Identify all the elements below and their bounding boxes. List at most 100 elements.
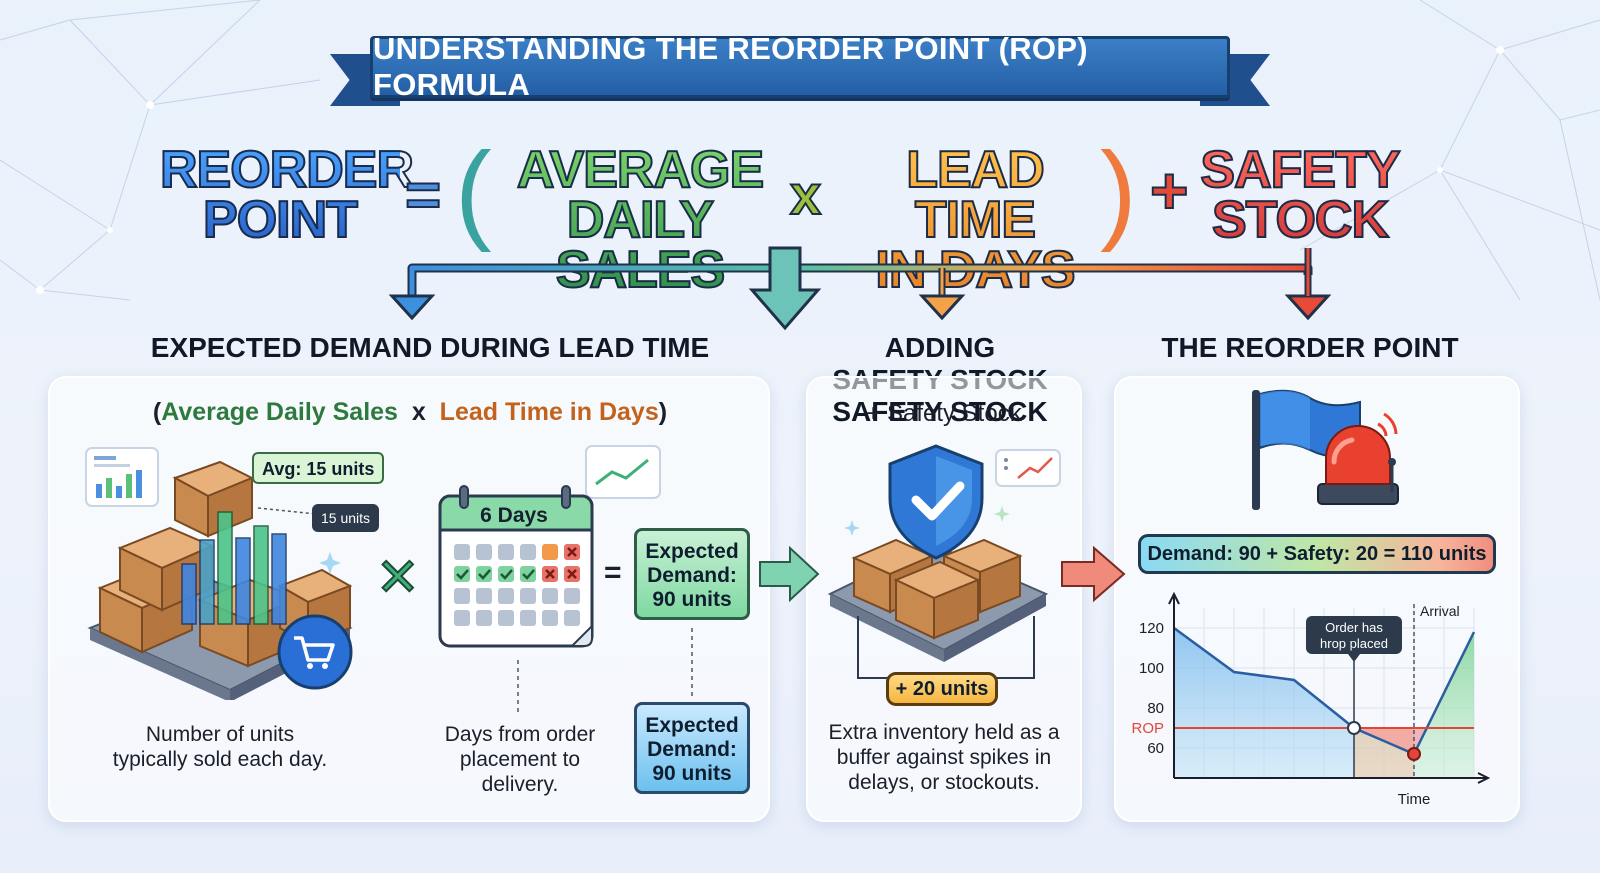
section-heading-safety-line1: ADDING	[884, 332, 996, 363]
chart-series	[1173, 604, 1476, 778]
equals-icon: =	[604, 556, 622, 589]
x-icon	[545, 569, 555, 579]
order-placed-callout	[1306, 616, 1402, 654]
y-tick-label: 120	[1139, 620, 1164, 637]
formula-lead-line1: LEAD TIME	[905, 141, 1046, 249]
units-tag: 15 units	[312, 504, 380, 532]
arrival-label: Arrival	[1420, 603, 1460, 619]
rop-axis-label: ROP	[1131, 720, 1164, 737]
formula-equals-sign: =	[404, 160, 442, 231]
calendar-day-cell	[520, 544, 536, 560]
caption-safety-line2: buffer against spikes in	[836, 746, 1052, 769]
mini-chart-card-icon	[85, 447, 159, 507]
expected-demand-bottom-line2: Demand:	[647, 738, 737, 761]
demand-formula-pill: Demand: 90 + Safety: 20 = 110 units	[1138, 534, 1496, 574]
calendar-icon	[438, 485, 594, 648]
expected-demand-top-line3: 90 units	[652, 588, 732, 611]
formula-reorder-point-line1: REORDER	[159, 141, 415, 199]
expected-demand-bottom-line1: Expected	[645, 714, 739, 737]
arrow-down-icon	[388, 294, 436, 321]
check-icon	[500, 569, 513, 580]
x-icon	[567, 547, 577, 557]
caption-lead-time: Days from order placement to delivery.	[410, 722, 630, 797]
arrow-down-red-icon	[1284, 268, 1332, 321]
calendar-day-cell	[542, 544, 558, 560]
calendar-day-cell	[520, 566, 536, 582]
calendar-day-cell	[498, 544, 514, 560]
calendar-day-cell	[454, 566, 470, 582]
expected-demand-bottom-line3: 90 units	[652, 762, 732, 785]
shopping-cart-icon	[277, 614, 353, 690]
caption-safety-stock: Extra inventory held as a buffer against…	[812, 720, 1076, 795]
expected-demand-top-line1: Expected	[645, 540, 739, 563]
cardboard-boxes-icon	[851, 538, 1023, 640]
x-axis-arrow-icon	[1477, 772, 1491, 784]
caption-mid-line1: Days from order	[444, 723, 596, 746]
trend-chart-card-icon	[585, 445, 661, 499]
multiply-icon: ✕	[375, 547, 421, 609]
subformula-x: x	[411, 398, 426, 426]
formula-average-line1: AVERAGE	[516, 141, 765, 199]
formula-safety-line2: STOCK	[1211, 191, 1390, 249]
page-title: UNDERSTANDING THE REORDER POINT (ROP) FO…	[370, 31, 1230, 102]
formula-reorder-point-line2: POINT	[202, 191, 359, 249]
formula-multiply-sign: x	[789, 162, 822, 227]
calendar-day-cell	[476, 610, 492, 626]
formula-safety-line1: SAFETY	[1199, 141, 1401, 199]
calendar-day-cell	[520, 588, 536, 604]
avg-units-tag: Avg: 15 units	[252, 452, 385, 484]
section-heading-safety-line2-overlay: SAFETY STOCK	[832, 396, 1048, 427]
safety-stock-illustration	[827, 444, 1061, 679]
expected-demand-top-line2: Demand:	[647, 564, 737, 587]
order-placed-callout-line1: Order has	[1325, 620, 1383, 635]
formula-reorder-point: REORDER POINT	[159, 141, 415, 249]
check-icon	[478, 569, 491, 580]
alarm-siren-icon	[1317, 412, 1399, 505]
calendar-day-cell	[454, 544, 470, 560]
safety-stock-subtitle: + Safety Stock	[866, 400, 1022, 427]
calendar-day-cell	[476, 566, 492, 582]
calendar-day-cell	[498, 610, 514, 626]
subformula-avg: Average Daily Sales	[161, 398, 398, 426]
calendar-day-cell	[564, 588, 580, 604]
sparkle-icon	[844, 506, 1010, 536]
calendar-title: 6 Days	[480, 504, 548, 527]
arrow-down-large-icon	[748, 246, 822, 331]
calendar-illustration	[438, 445, 661, 648]
alert-illustration	[1252, 389, 1399, 510]
calendar-day-cell	[454, 610, 470, 626]
subformula-close: )	[658, 398, 668, 426]
callout-pointer	[1348, 654, 1360, 662]
safety-units-badge: + 20 units	[886, 672, 998, 706]
caption-average-daily-sales: Number of units typically sold each day.	[90, 722, 350, 772]
calendar-day-cell	[520, 610, 536, 626]
section-heading-reorder-point: THE REORDER POINT	[1161, 332, 1459, 363]
inventory-line	[1173, 626, 1476, 756]
section-heading-expected-demand: EXPECTED DEMAND DURING LEAD TIME	[150, 332, 710, 363]
check-icon	[456, 569, 469, 580]
calendar-day-cell	[542, 610, 558, 626]
x-axis-label: Time	[1398, 791, 1431, 808]
calendar-day-cell	[476, 588, 492, 604]
caption-mid-line3: delivery.	[481, 773, 559, 796]
subformula-lead: Lead Time in Days	[439, 398, 659, 426]
arrival-point-marker	[1407, 747, 1421, 761]
y-tick-label: 60	[1147, 740, 1164, 757]
expected-demand-box-top: Expected Demand: 90 units	[634, 528, 750, 620]
formula-safety-stock: SAFETY STOCK	[1199, 141, 1401, 249]
y-axis-arrow-icon	[1168, 592, 1180, 605]
subformula: (Average Daily Sales x Lead Time in Days…	[60, 398, 760, 427]
calendar-day-cell	[564, 610, 580, 626]
expected-demand-box-bottom: Expected Demand: 90 units	[634, 702, 750, 794]
arrow-down-orange-icon	[918, 268, 966, 321]
y-tick-label: 80	[1147, 700, 1164, 717]
check-icon	[522, 569, 535, 580]
calendar-day-cell	[454, 588, 470, 604]
sales-boxes-illustration	[85, 447, 353, 700]
caption-left-line1: Number of units	[145, 723, 295, 746]
subformula-open: (	[152, 398, 162, 426]
